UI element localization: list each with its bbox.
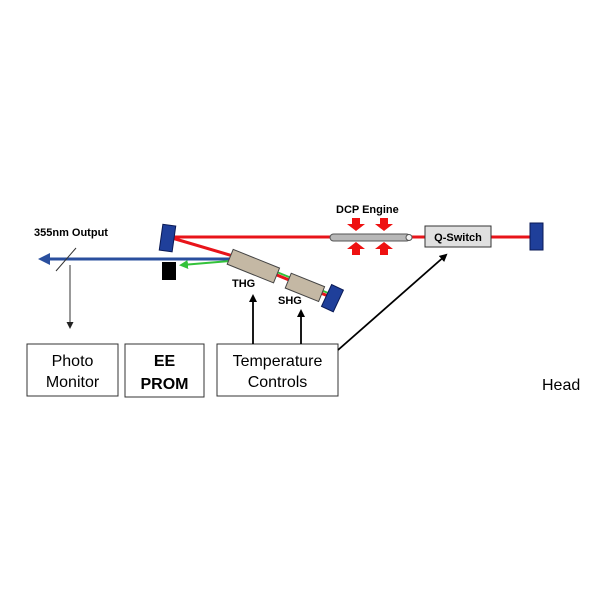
ee-prom-line1: EE xyxy=(154,353,176,370)
pump-arrow-bottom-right xyxy=(375,242,393,255)
photo-monitor-box xyxy=(26,343,119,397)
q-switch-label: Q-Switch xyxy=(434,232,482,244)
dcp-engine-label: DCP Engine xyxy=(336,204,399,216)
head-label: Head xyxy=(542,377,580,394)
shg-label: SHG xyxy=(278,295,302,307)
uv-output-arrowhead xyxy=(38,253,50,265)
thg-crystal xyxy=(226,248,281,284)
photo-monitor-line1: Photo xyxy=(52,353,94,370)
end-mirror-right xyxy=(529,222,544,251)
pump-arrow-bottom-left xyxy=(347,242,365,255)
temperature-controls-box xyxy=(216,343,339,397)
ee-prom-box xyxy=(124,343,205,398)
output-label: 355nm Output xyxy=(34,227,108,239)
temperature-controls-line2: Controls xyxy=(248,374,308,391)
pump-arrow-top-left xyxy=(347,218,365,231)
pump-arrow-top-right xyxy=(375,218,393,231)
fold-mirror xyxy=(158,223,177,253)
dcp-rod xyxy=(329,233,411,242)
end-mirror-lower xyxy=(320,283,345,313)
temperature-controls-line1: Temperature xyxy=(233,353,323,370)
ee-prom-line2: PROM xyxy=(141,376,189,393)
beam-dump xyxy=(162,262,176,280)
q-switch xyxy=(424,225,492,248)
shg-crystal xyxy=(284,272,326,303)
q-switch-control-arrow xyxy=(337,253,448,351)
thg-label: THG xyxy=(232,278,255,290)
pickoff-splitter xyxy=(55,247,77,272)
photo-monitor-line2: Monitor xyxy=(46,374,100,391)
dcp-rod-end xyxy=(405,234,413,241)
